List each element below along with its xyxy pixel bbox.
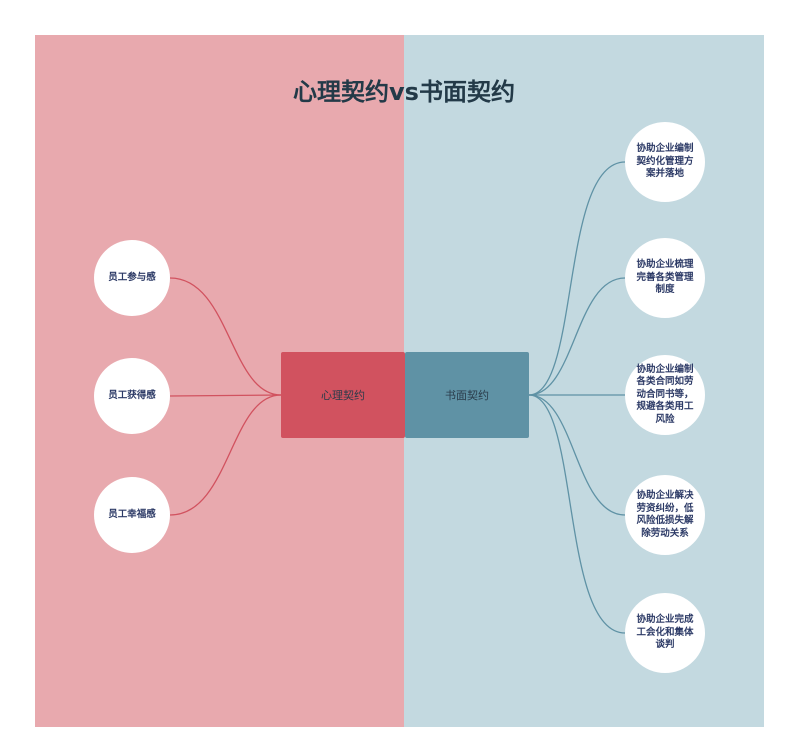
- connector: [169, 277, 282, 396]
- left-leaf-node[interactable]: 员工获得感: [94, 358, 170, 434]
- connector: [528, 394, 626, 634]
- right-leaf-node[interactable]: 协助企业解决劳资纠纷，低风险低损失解除劳动关系: [625, 475, 705, 555]
- left-leaf-node[interactable]: 员工参与感: [94, 240, 170, 316]
- right-leaf-node[interactable]: 协助企业编制契约化管理方案并落地: [625, 122, 705, 202]
- connector: [528, 277, 626, 396]
- right-leaf-node[interactable]: 协助企业编制各类合同如劳动合同书等，规避各类用工风险: [625, 355, 705, 435]
- written-contract-node[interactable]: 书面契约: [405, 352, 529, 438]
- diagram-title: 心理契约vs书面契约: [293, 78, 515, 106]
- connector: [169, 394, 282, 516]
- right-leaf-node[interactable]: 协助企业完成工会化和集体谈判: [625, 593, 705, 673]
- right-leaf-node[interactable]: 协助企业梳理完善各类管理制度: [625, 238, 705, 318]
- connector: [169, 394, 282, 397]
- connector: [528, 161, 626, 396]
- psychological-contract-node[interactable]: 心理契约: [281, 352, 405, 438]
- left-leaf-node[interactable]: 员工幸福感: [94, 477, 170, 553]
- connector: [528, 394, 626, 516]
